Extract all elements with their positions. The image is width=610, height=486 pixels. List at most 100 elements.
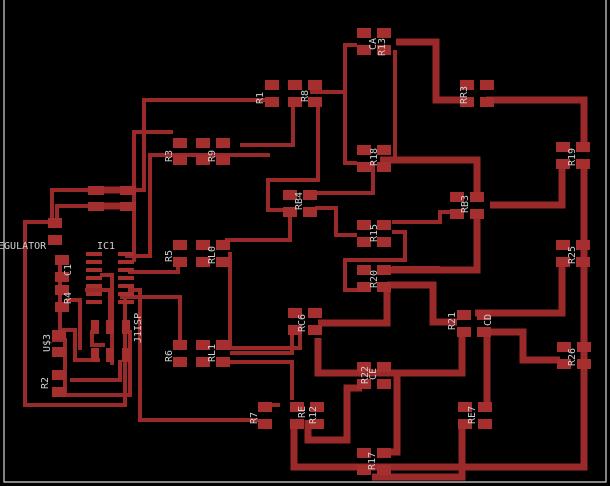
smd-pad[interactable]: [576, 142, 590, 152]
smd-pad[interactable]: [377, 162, 391, 172]
smd-pad[interactable]: [48, 235, 62, 245]
smd-pad[interactable]: [470, 192, 484, 202]
smd-pad[interactable]: [477, 327, 491, 337]
smd-pad[interactable]: [196, 357, 210, 367]
smd-pad[interactable]: [283, 190, 297, 200]
smd-pad[interactable]: [48, 218, 62, 228]
smd-pad[interactable]: [557, 359, 571, 369]
smd-pad[interactable]: [478, 402, 492, 412]
smd-pad[interactable]: [216, 257, 230, 267]
ic1-pin-pad[interactable]: [86, 300, 102, 304]
smd-pad[interactable]: [377, 362, 391, 372]
smd-pad[interactable]: [357, 45, 371, 55]
smd-pad[interactable]: [556, 257, 570, 267]
regulator-pad[interactable]: [120, 186, 136, 195]
smd-pad[interactable]: [303, 207, 317, 217]
smd-pad[interactable]: [557, 342, 571, 352]
smd-pad[interactable]: [457, 327, 471, 337]
smd-pad[interactable]: [357, 265, 371, 275]
smd-pad[interactable]: [216, 155, 230, 165]
smd-pad[interactable]: [480, 97, 494, 107]
ic1-pin-pad[interactable]: [118, 252, 134, 256]
smd-pad[interactable]: [377, 448, 391, 458]
smd-pad[interactable]: [173, 240, 187, 250]
smd-pad[interactable]: [52, 370, 66, 380]
smd-pad[interactable]: [556, 142, 570, 152]
smd-pad[interactable]: [556, 240, 570, 250]
ic1-pin-pad[interactable]: [86, 276, 102, 280]
smd-pad[interactable]: [173, 340, 187, 350]
smd-pad[interactable]: [216, 240, 230, 250]
smd-pad[interactable]: [196, 155, 210, 165]
smd-pad[interactable]: [52, 347, 66, 357]
smd-pad[interactable]: [265, 80, 279, 90]
j1isp-pad[interactable]: [106, 348, 114, 362]
smd-pad[interactable]: [55, 302, 69, 312]
smd-pad[interactable]: [377, 45, 391, 55]
ic1-pin-pad[interactable]: [86, 292, 102, 296]
smd-pad[interactable]: [55, 255, 69, 265]
smd-pad[interactable]: [450, 209, 464, 219]
ic1-pin-pad[interactable]: [86, 252, 102, 256]
ic1-pin-pad[interactable]: [118, 276, 134, 280]
smd-pad[interactable]: [303, 190, 317, 200]
smd-pad[interactable]: [450, 192, 464, 202]
smd-pad[interactable]: [290, 419, 304, 429]
smd-pad[interactable]: [377, 379, 391, 389]
smd-pad[interactable]: [377, 282, 391, 292]
smd-pad[interactable]: [460, 80, 474, 90]
smd-pad[interactable]: [556, 159, 570, 169]
j1isp-pad[interactable]: [122, 348, 130, 362]
smd-pad[interactable]: [357, 282, 371, 292]
smd-pad[interactable]: [265, 97, 279, 107]
ic1-pin-pad[interactable]: [118, 284, 134, 288]
smd-pad[interactable]: [577, 342, 591, 352]
smd-pad[interactable]: [288, 325, 302, 335]
smd-pad[interactable]: [173, 357, 187, 367]
smd-pad[interactable]: [288, 80, 302, 90]
smd-pad[interactable]: [576, 159, 590, 169]
smd-pad[interactable]: [258, 419, 272, 429]
smd-pad[interactable]: [173, 257, 187, 267]
smd-pad[interactable]: [377, 465, 391, 475]
smd-pad[interactable]: [310, 402, 324, 412]
smd-pad[interactable]: [457, 310, 471, 320]
smd-pad[interactable]: [216, 138, 230, 148]
ic1-pin-pad[interactable]: [86, 268, 102, 272]
smd-pad[interactable]: [52, 330, 66, 340]
regulator-pad[interactable]: [88, 202, 104, 211]
smd-pad[interactable]: [196, 138, 210, 148]
smd-pad[interactable]: [55, 272, 69, 282]
smd-pad[interactable]: [480, 80, 494, 90]
j1isp-pad[interactable]: [91, 348, 99, 362]
smd-pad[interactable]: [377, 237, 391, 247]
smd-pad[interactable]: [357, 28, 371, 38]
smd-pad[interactable]: [377, 220, 391, 230]
smd-pad[interactable]: [357, 162, 371, 172]
smd-pad[interactable]: [310, 419, 324, 429]
j1isp-pad[interactable]: [106, 320, 114, 334]
ic1-pin-pad[interactable]: [118, 260, 134, 264]
regulator-pad[interactable]: [88, 186, 104, 195]
smd-pad[interactable]: [55, 285, 69, 295]
regulator-pad[interactable]: [120, 202, 136, 211]
smd-pad[interactable]: [460, 97, 474, 107]
smd-pad[interactable]: [478, 419, 492, 429]
smd-pad[interactable]: [377, 145, 391, 155]
j1isp-pad[interactable]: [91, 320, 99, 334]
smd-pad[interactable]: [357, 465, 371, 475]
smd-pad[interactable]: [290, 402, 304, 412]
smd-pad[interactable]: [216, 340, 230, 350]
smd-pad[interactable]: [173, 155, 187, 165]
smd-pad[interactable]: [357, 237, 371, 247]
smd-pad[interactable]: [458, 402, 472, 412]
smd-pad[interactable]: [196, 340, 210, 350]
ic1-pin-pad[interactable]: [86, 260, 102, 264]
j1isp-pad[interactable]: [122, 320, 130, 334]
smd-pad[interactable]: [288, 308, 302, 318]
smd-pad[interactable]: [308, 80, 322, 90]
smd-pad[interactable]: [576, 240, 590, 250]
smd-pad[interactable]: [377, 265, 391, 275]
smd-pad[interactable]: [173, 138, 187, 148]
